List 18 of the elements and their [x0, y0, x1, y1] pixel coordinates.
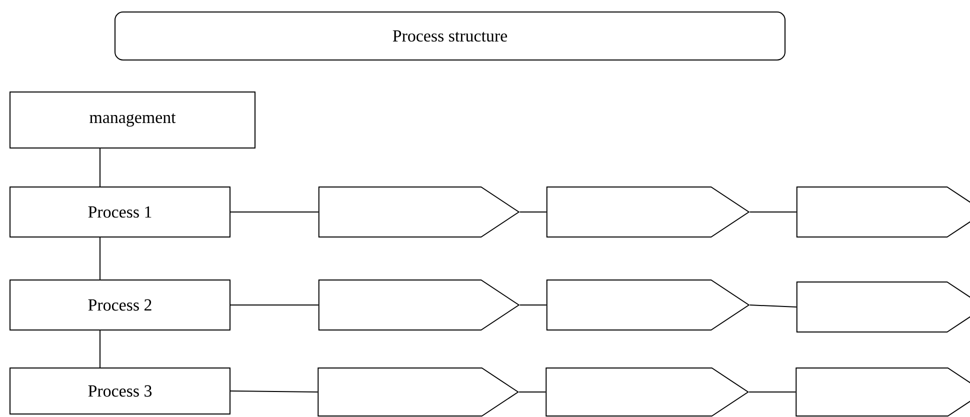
chevron-shape	[796, 186, 970, 238]
chevron-shape	[796, 368, 970, 416]
chevron-shape	[546, 368, 750, 416]
chevron-shape	[796, 282, 970, 332]
chevron-shape	[318, 186, 520, 238]
process-box: Process 1	[10, 186, 230, 238]
chevron-shape	[546, 280, 750, 330]
chevron-shape	[318, 368, 520, 416]
connector-line	[749, 304, 797, 308]
process-box: Process 2	[10, 280, 230, 330]
connector-line	[519, 304, 547, 306]
chevron-shape	[318, 280, 520, 330]
connector-line	[230, 390, 318, 392]
connector-line	[230, 304, 319, 306]
title-box: Process structure	[114, 12, 786, 60]
process-box: management	[10, 92, 256, 148]
process-box: Process 3	[10, 368, 230, 414]
chevron-shape	[546, 186, 750, 238]
